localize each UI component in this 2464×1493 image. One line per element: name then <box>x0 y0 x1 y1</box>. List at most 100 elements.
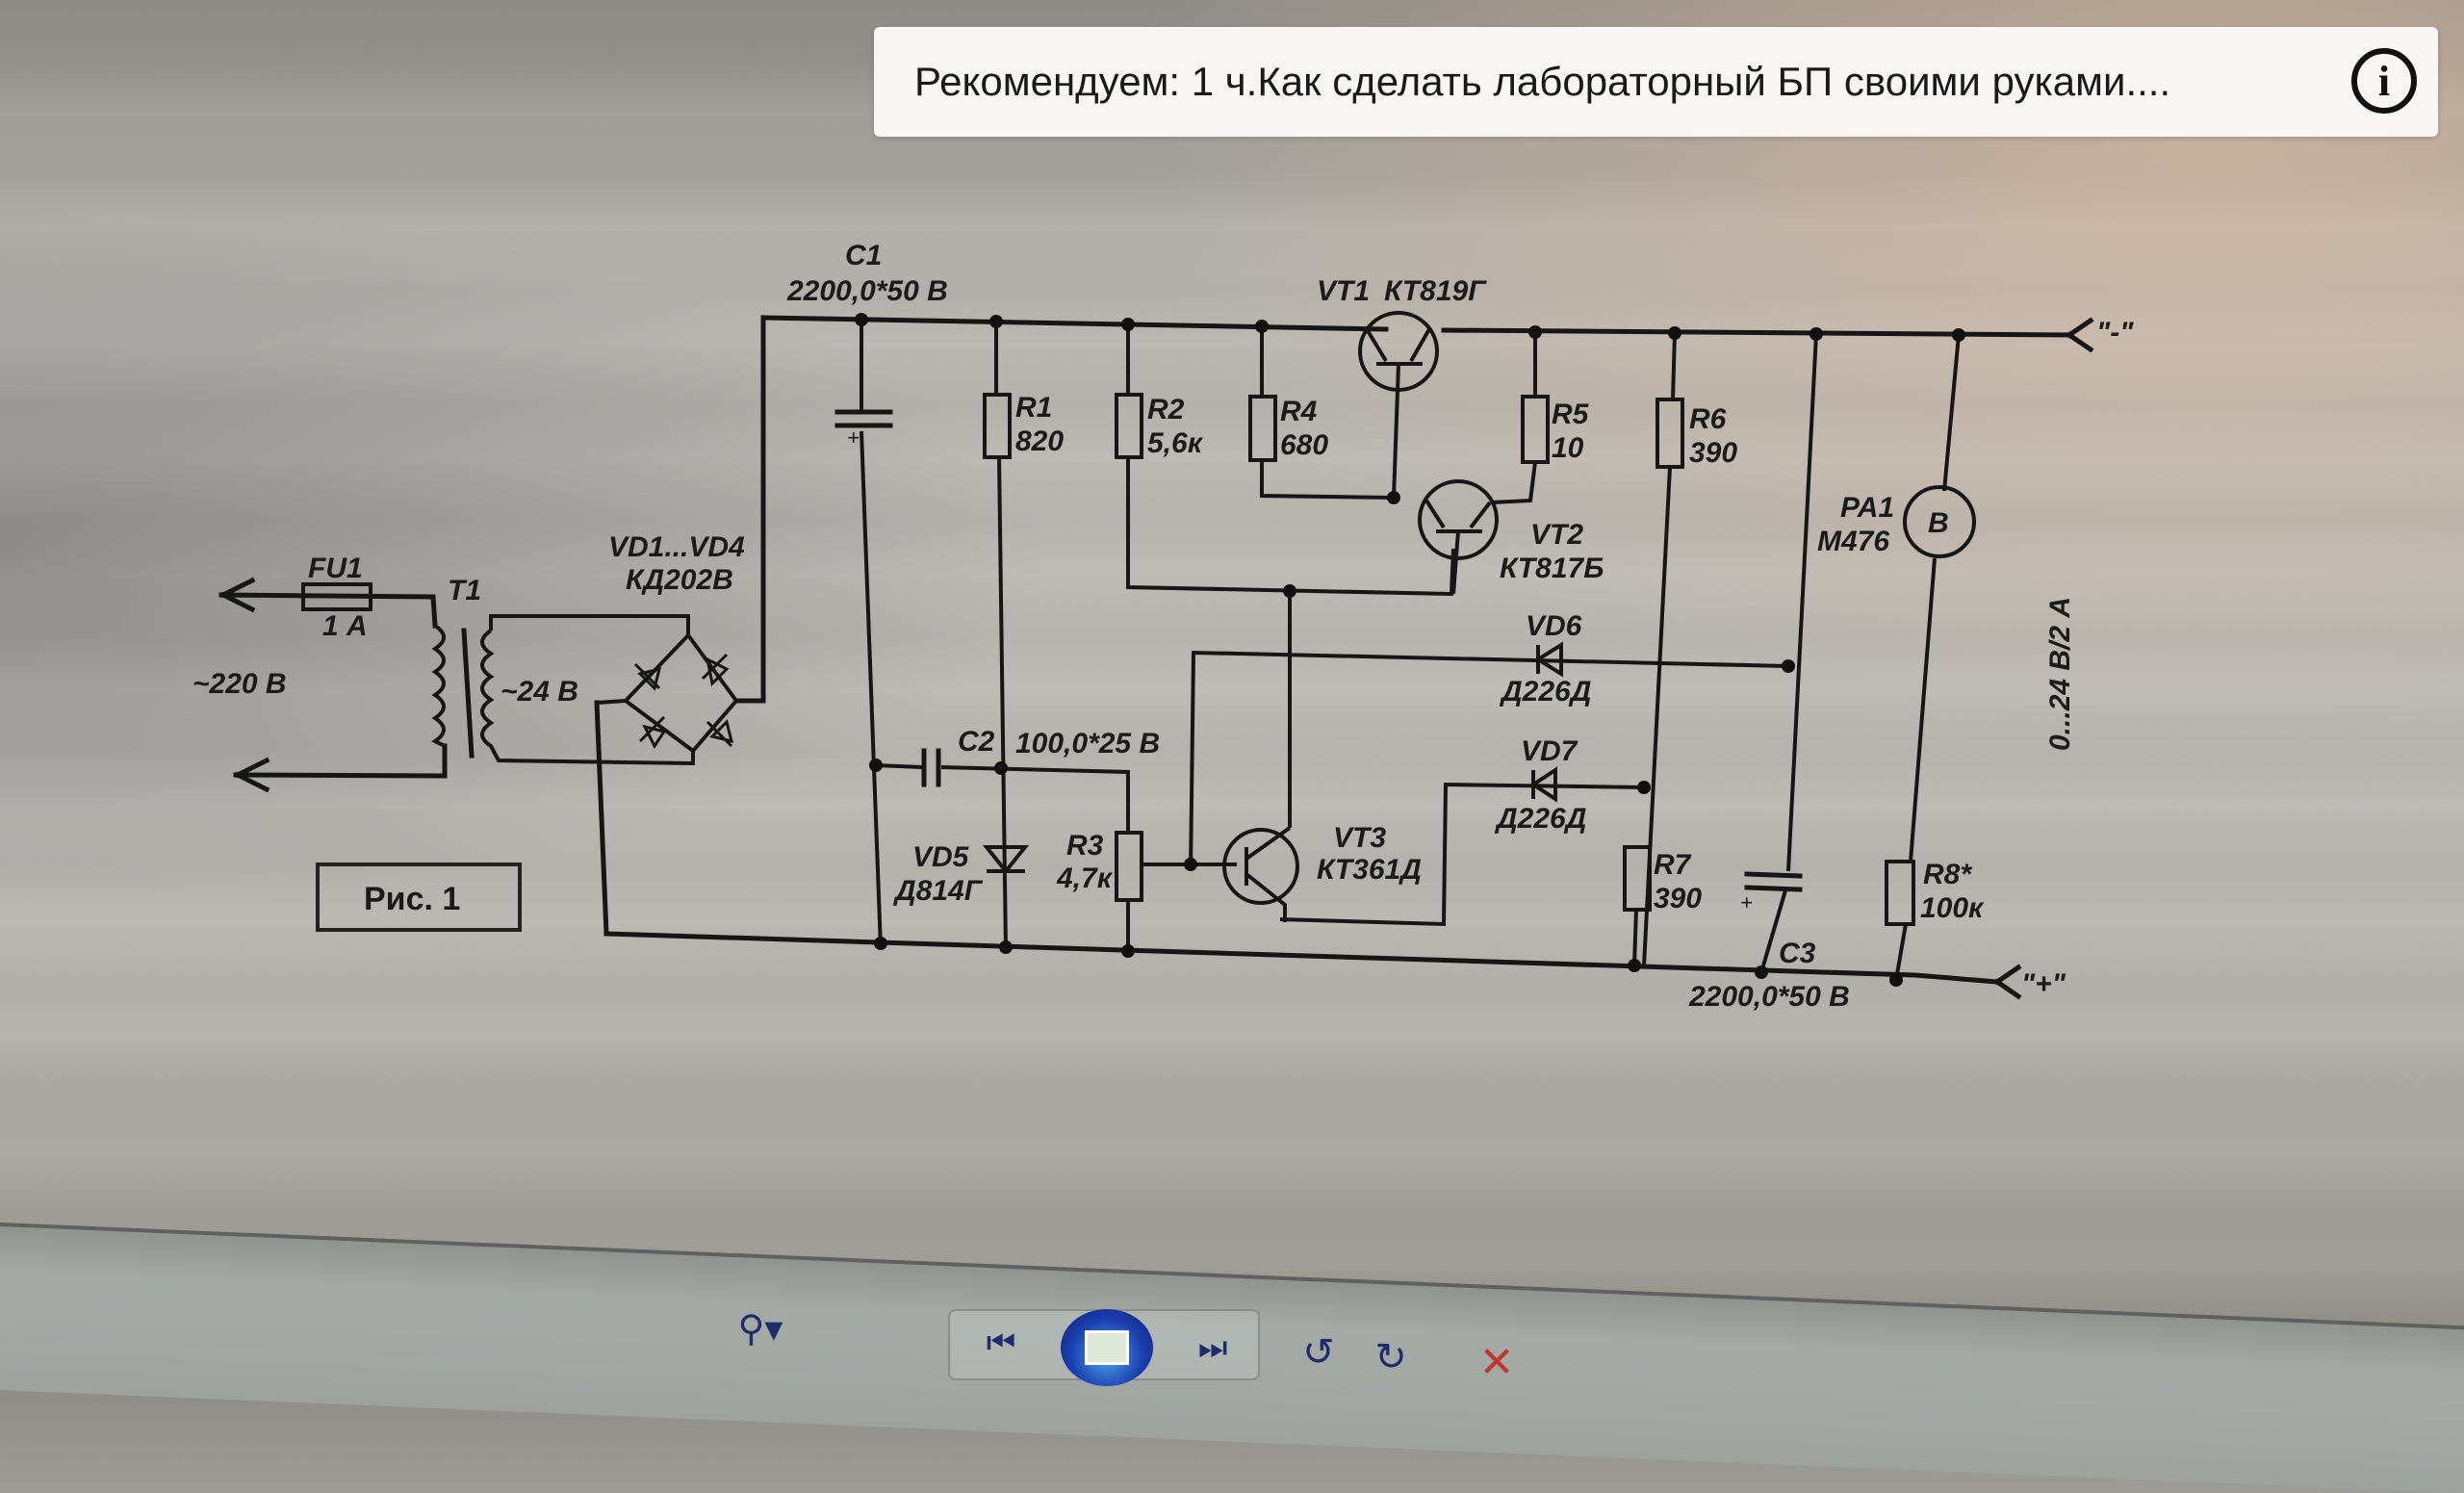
label-pa1-part: М476 <box>1817 526 1889 557</box>
label-r5-ref: R5 <box>1552 399 1590 430</box>
wire-positive-rail <box>603 931 2000 985</box>
label-output-minus: "-" <box>2096 317 2134 348</box>
rotate-cw-icon[interactable]: ↻ <box>1374 1336 1407 1378</box>
label-r2-ref: R2 <box>1147 394 1185 425</box>
resistor-r5 <box>1521 395 1550 464</box>
resistor-r8 <box>1885 860 1915 926</box>
wire-r1 <box>994 322 1008 952</box>
label-r1-value: 820 <box>1015 425 1064 457</box>
slideshow-screen-glyph <box>1085 1330 1129 1365</box>
label-r3-ref: R3 <box>1066 830 1104 862</box>
diode-vd6 <box>1534 641 1563 678</box>
zener-vd5 <box>982 845 1030 875</box>
wire-vd7 <box>1279 782 1645 927</box>
label-r2-value: 5,6к <box>1147 427 1204 459</box>
label-vd7-part: Д226Д <box>1494 803 1586 835</box>
transistor-vt3 <box>1222 828 1299 905</box>
capacitor-c3 <box>1744 871 1803 892</box>
arrow-ac-top <box>219 577 256 613</box>
transformer-secondary <box>480 614 695 766</box>
slideshow-icon[interactable] <box>1061 1309 1153 1386</box>
label-vd5-part: Д814Г <box>892 875 984 907</box>
label-vt1-part: КТ819Г <box>1384 275 1487 307</box>
label-r4-value: 680 <box>1280 429 1328 461</box>
delete-icon[interactable]: ✕ <box>1478 1338 1515 1386</box>
recommendation-banner[interactable]: Рекомендуем: 1 ч.Как сделать лабораторны… <box>874 27 2438 137</box>
label-c3-value: 2200,0*50 В <box>1688 981 1850 1013</box>
resistor-r6 <box>1656 398 1684 469</box>
banner-text[interactable]: Рекомендуем: 1 ч.Как сделать лабораторны… <box>914 59 2171 104</box>
junction-dots <box>855 313 1965 987</box>
label-r8-value: 100к <box>1920 892 1985 924</box>
wire-c1 <box>860 320 883 949</box>
label-vt3-part: КТ361Д <box>1317 854 1422 886</box>
wire-ac-bottom <box>233 743 448 779</box>
diode-vd7 <box>1529 766 1557 803</box>
label-vd6-ref: VD6 <box>1526 610 1582 642</box>
vt3-leads <box>1245 826 1292 922</box>
wire-c3 <box>1759 333 1818 973</box>
label-r6-value: 390 <box>1689 437 1737 469</box>
label-c2-value: 100,0*25 В <box>1015 728 1160 759</box>
label-t1: T1 <box>448 575 481 606</box>
resistor-r1 <box>983 393 1012 459</box>
info-icon[interactable]: i <box>2351 48 2417 114</box>
bridge-diodes <box>633 653 734 749</box>
voltmeter-symbol: В <box>1928 507 1949 539</box>
label-fu1: FU1 <box>308 553 363 584</box>
label-fu1-value: 1 А <box>322 610 368 642</box>
label-bridge-ref: VD1...VD4 <box>608 531 745 563</box>
wire-bridge-left <box>596 699 627 705</box>
label-input-voltage: ~220 В <box>192 668 287 700</box>
rotate-ccw-icon[interactable]: ↺ <box>1302 1331 1335 1374</box>
wire-vd6 <box>1189 650 1789 872</box>
capacitor-c1 <box>834 409 893 428</box>
magnifier-icon[interactable]: ⚲▾ <box>737 1308 783 1350</box>
potentiometer-r3 <box>1115 831 1143 902</box>
terminal-plus <box>1993 964 2022 1000</box>
previous-icon[interactable]: ⏮ <box>986 1324 1016 1361</box>
label-vt3-ref: VT3 <box>1333 822 1386 854</box>
label-c2-ref: C2 <box>958 726 995 758</box>
label-c1-ref: C1 <box>845 240 882 271</box>
transformer-core <box>461 628 475 759</box>
wire-bridge-out <box>733 315 766 704</box>
resistor-r2 <box>1115 393 1143 459</box>
label-pa1-ref: PA1 <box>1840 492 1894 524</box>
label-vd7-ref: VD7 <box>1521 735 1578 767</box>
terminal-minus <box>2066 317 2094 353</box>
svg-text:+: + <box>1740 890 1753 914</box>
resistor-r4 <box>1248 395 1277 462</box>
wire-negative-rail <box>760 315 2072 338</box>
label-bridge-part: КД202В <box>626 564 733 596</box>
wire-r5 <box>1491 332 1537 504</box>
label-vd6-part: Д226Д <box>1499 676 1591 708</box>
circuit-schematic: + + <box>192 240 2134 1013</box>
label-r7-value: 390 <box>1654 883 1702 914</box>
label-vt2-ref: VT2 <box>1530 519 1583 551</box>
resistor-r7 <box>1623 845 1652 912</box>
wire-ac-top <box>218 592 438 629</box>
label-output-rating: 0...24 В/2 А <box>2044 597 2076 751</box>
wire-r4 <box>1260 326 1397 500</box>
label-r1-ref: R1 <box>1015 392 1052 424</box>
fuse-fu1 <box>301 582 372 611</box>
label-vd5-ref: VD5 <box>912 841 970 873</box>
label-c1-value: 2200,0*50 В <box>786 275 948 307</box>
label-r6-ref: R6 <box>1689 403 1727 435</box>
label-vt2-part: КТ817Б <box>1500 553 1604 584</box>
figure-label: Рис. 1 <box>364 881 460 917</box>
voltmeter-pa1 <box>1903 485 1976 558</box>
label-t1-secondary: ~24 В <box>500 676 578 708</box>
vt1-leads <box>1365 327 1431 499</box>
arrow-ac-bottom <box>234 757 270 793</box>
label-vt1-ref: VT1 <box>1317 275 1370 307</box>
label-r5-value: 10 <box>1552 432 1584 464</box>
svg-text:+: + <box>847 425 860 450</box>
figure-label-box <box>316 862 522 932</box>
next-icon[interactable]: ⏭ <box>1197 1328 1228 1366</box>
wire-r7 <box>1632 909 1638 966</box>
wire-pa1 <box>1894 334 1961 981</box>
label-r3-value: 4,7к <box>1056 862 1114 894</box>
label-c3-ref: C3 <box>1779 938 1816 969</box>
